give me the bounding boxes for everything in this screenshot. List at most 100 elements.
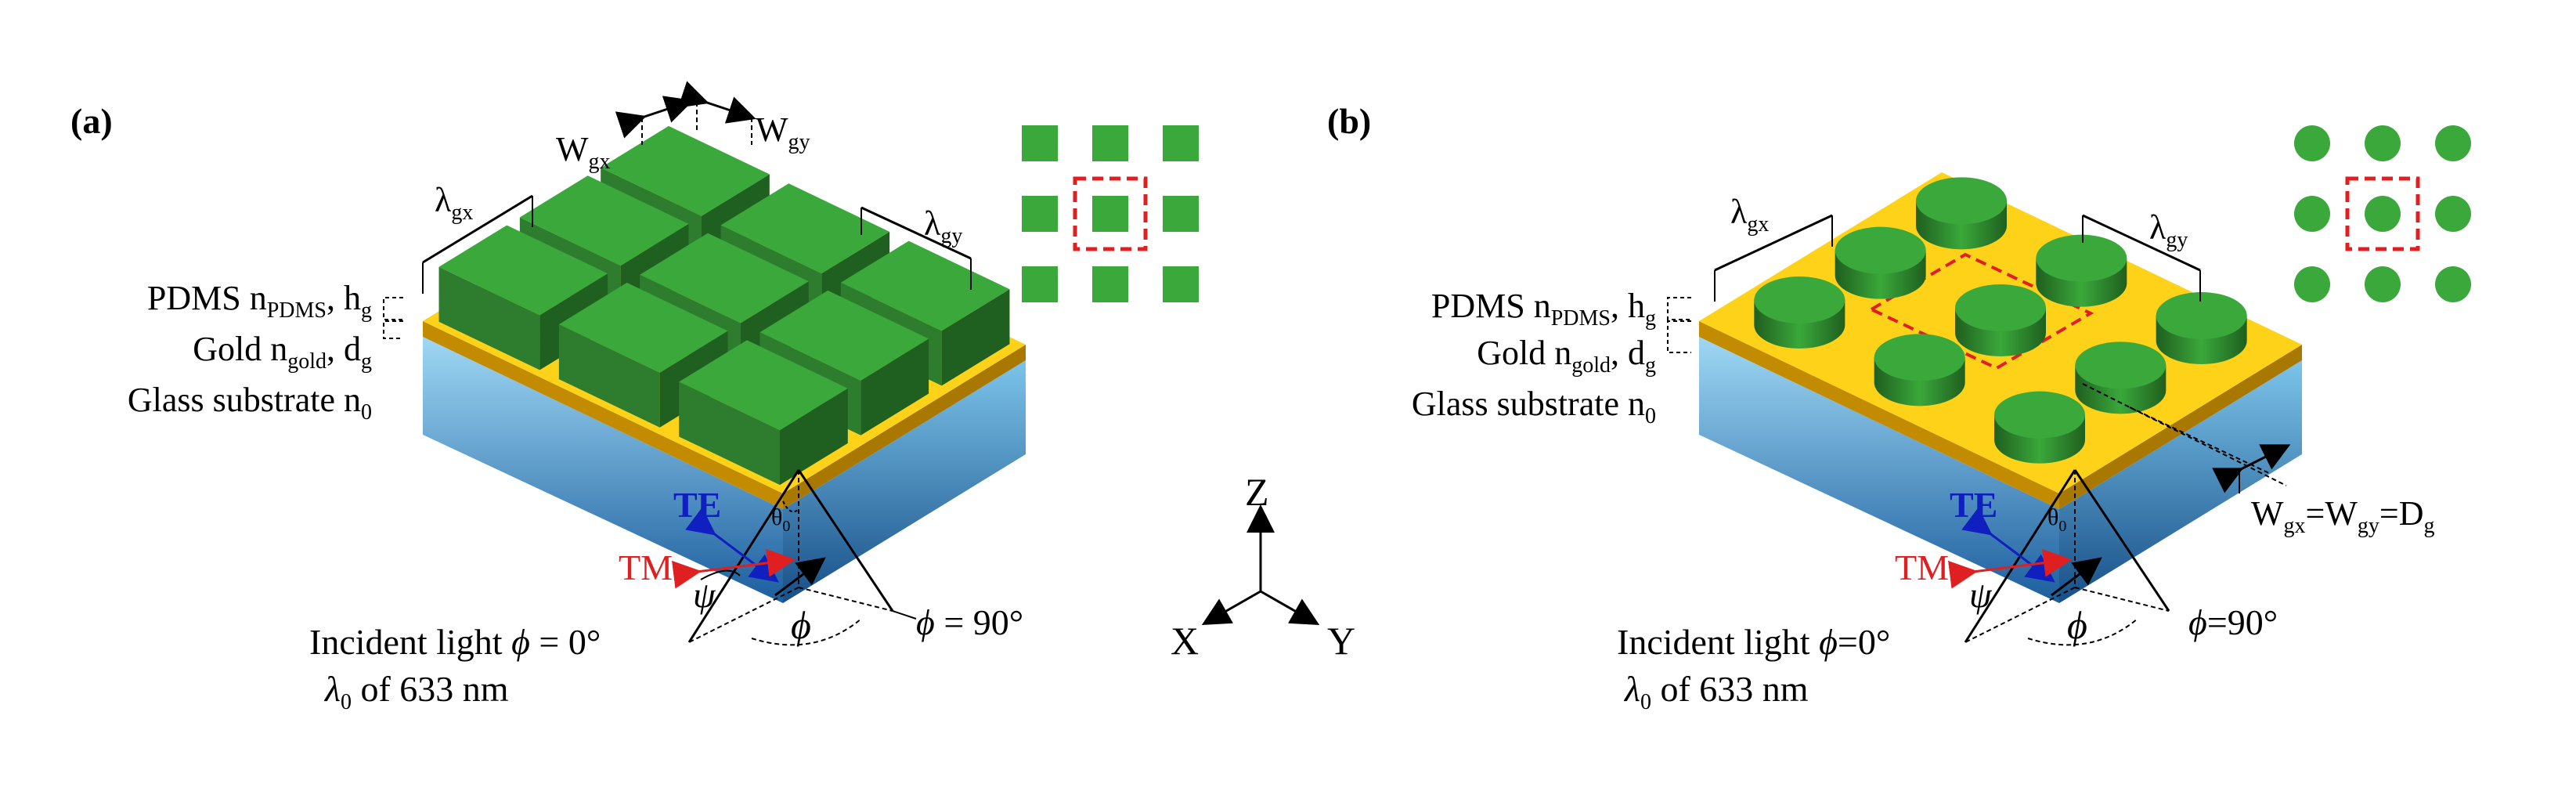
glass-right-face xyxy=(783,360,1026,603)
svg-text:Gold ngold, dg: Gold ngold, dg xyxy=(193,330,372,374)
svg-text:PDMS nPDMS, hg: PDMS nPDMS, hg xyxy=(147,279,372,323)
inset-square xyxy=(1022,266,1058,302)
pillar-cylinder xyxy=(1916,177,2007,250)
cylinder-top xyxy=(1754,276,1845,323)
pillar-cylinder xyxy=(1835,226,1926,299)
glass-label-a: Glass substrate n xyxy=(128,381,361,419)
cylinder-top xyxy=(1835,226,1926,274)
cube-top-face xyxy=(840,240,1010,331)
svg-text:Wgy: Wgy xyxy=(756,110,810,154)
svg-text:λgx: λgx xyxy=(435,181,473,225)
panel-b-layer-labels: PDMS nPDMS, hg Gold ngold, dg Glass subs… xyxy=(1412,287,1656,428)
svg-text:PDMS nPDMS, hg: PDMS nPDMS, hg xyxy=(1431,287,1656,331)
pillar-cylinder xyxy=(2156,292,2247,365)
cube-top-face xyxy=(679,340,848,431)
cube-left-face xyxy=(438,266,540,370)
panel-b: (b) λgx λgy Wgx=Wgy=Dg xyxy=(1327,101,2471,714)
psi-label-b: ψ xyxy=(1969,575,1993,615)
cube-right-face xyxy=(860,338,929,435)
psi-label-a: ψ xyxy=(693,575,716,615)
inset-circle xyxy=(2365,125,2401,161)
gold-label-b: Gold n xyxy=(1477,334,1571,372)
gold-left-face xyxy=(423,321,783,509)
cube-top-face xyxy=(519,175,689,266)
gold-right-face xyxy=(783,345,1026,509)
cube-top-face xyxy=(601,125,770,216)
panel-a-incidence-geometry: θ0 ϕ ψ TE TM xyxy=(619,469,917,647)
inset-square xyxy=(1022,196,1058,232)
cube-right-face xyxy=(780,388,848,486)
panel-b-dimensions: λgx λgy Wgx=Wgy=Dg xyxy=(1667,193,2434,538)
lgx-label-a: λ xyxy=(435,181,452,219)
glass-label-b: Glass substrate n xyxy=(1412,385,1645,423)
axis-x-label: X xyxy=(1171,619,1199,663)
cube-top-face xyxy=(558,282,728,373)
inset-circle xyxy=(2294,196,2330,232)
svg-text:Wgx: Wgx xyxy=(556,130,611,174)
svg-text:Incident light ϕ = 0°: Incident light ϕ = 0° xyxy=(309,622,601,662)
phi90-label-a: ϕ xyxy=(916,602,935,642)
wgx-label-a: W xyxy=(556,130,589,168)
inset-unit-cell xyxy=(2345,176,2420,251)
coordinate-axes: Z X Y xyxy=(1171,470,1355,663)
wgy-label-a: W xyxy=(756,110,788,149)
cube-top-face xyxy=(438,225,608,316)
inset-circle xyxy=(2365,196,2401,232)
pdms-label-b: PDMS n xyxy=(1431,287,1551,325)
cylinder-top xyxy=(1874,334,1965,381)
svg-text:λ0 of 633 nm: λ0 of 633 nm xyxy=(1623,669,1809,714)
cylinder-top xyxy=(2036,234,2127,282)
inset-square xyxy=(1092,266,1128,302)
inset-square xyxy=(1092,196,1128,232)
gold-right-face xyxy=(2059,345,2302,509)
inset-square xyxy=(1092,125,1128,161)
theta-label-a: θ xyxy=(771,504,782,530)
pillar-cylinder xyxy=(1874,334,1965,407)
svg-text:λ0 of 633 nm: λ0 of 633 nm xyxy=(323,669,509,714)
svg-text:Gold ngold, dg: Gold ngold, dg xyxy=(1477,334,1656,378)
glass-right-face xyxy=(2059,360,2302,603)
axis-y-label: Y xyxy=(1327,619,1355,663)
cylinder-top xyxy=(2075,341,2167,389)
cube-right-face xyxy=(941,289,1010,386)
incident-label-b: Incident light xyxy=(1617,622,1819,662)
inset-circle xyxy=(2294,266,2330,302)
gold-left-face xyxy=(1699,321,2059,509)
cylinder-top xyxy=(1916,177,2007,225)
theta-label-b: θ xyxy=(2047,504,2058,530)
panel-a-layer-labels: PDMS nPDMS, hg Gold ngold, dg Glass subs… xyxy=(128,279,372,425)
gold-label-a: Gold n xyxy=(193,330,287,368)
lgy-label-a: λ xyxy=(924,204,941,243)
svg-text:λgy: λgy xyxy=(924,204,962,248)
svg-text:ϕ = 90°: ϕ = 90° xyxy=(916,602,1023,642)
te-label-b: TE xyxy=(1950,485,1997,525)
w-eq-label-b: W xyxy=(2251,494,2284,533)
inset-circle xyxy=(2435,196,2471,232)
inset-square xyxy=(1022,125,1058,161)
inset-square xyxy=(1163,196,1199,232)
panel-b-cylinder-array xyxy=(1754,177,2247,464)
panel-a-cube-array xyxy=(438,125,1010,486)
panel-a-inset-grid xyxy=(1022,125,1199,302)
panel-b-label: (b) xyxy=(1327,101,1371,141)
incident-label-a: Incident light xyxy=(309,622,511,662)
pillar-cylinder xyxy=(2036,234,2127,307)
inset-unit-cell xyxy=(1073,176,1148,251)
pillar-cylinder xyxy=(2075,341,2167,414)
cylinder-top xyxy=(2156,292,2247,339)
inset-square xyxy=(1163,125,1199,161)
panel-a-dimensions: Wgx Wgy λgx λgy xyxy=(383,81,972,339)
svg-text:λgy: λgy xyxy=(2149,208,2188,252)
lambda0-label-b: λ xyxy=(1623,669,1640,709)
inset-circle xyxy=(2435,266,2471,302)
svg-text:Wgx=Wgy=Dg: Wgx=Wgy=Dg xyxy=(2251,494,2434,538)
cube-top-face xyxy=(759,290,929,381)
phi90-label-b: ϕ xyxy=(2188,602,2207,642)
svg-text:ϕ=90°: ϕ=90° xyxy=(2188,602,2278,642)
lambda0-label-a: λ xyxy=(323,669,341,709)
cube-top-face xyxy=(640,233,809,323)
svg-text:Glass substrate n0: Glass substrate n0 xyxy=(128,381,372,425)
cylinder-top xyxy=(1994,391,2085,439)
svg-text:Glass substrate n0: Glass substrate n0 xyxy=(1412,385,1656,428)
